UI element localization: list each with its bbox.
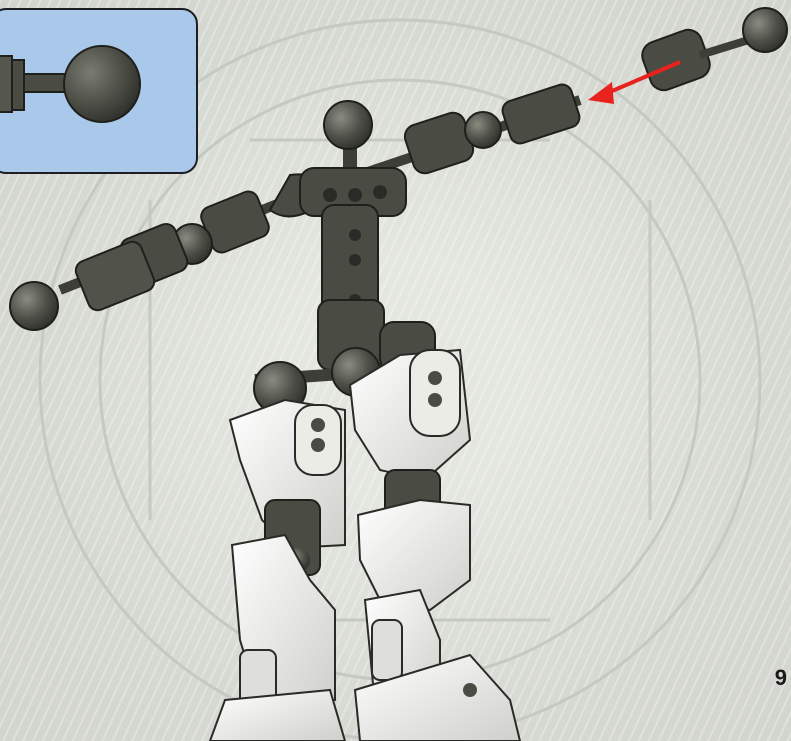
right-arm [298, 83, 582, 200]
ball-joint-axle-icon [0, 45, 141, 123]
assembly-arrow [588, 60, 681, 104]
left-arm [9, 173, 323, 331]
page-number: 9 [774, 665, 787, 690]
left-leg [208, 398, 347, 741]
parts-callout [0, 8, 198, 174]
right-leg [348, 348, 522, 741]
detached-arm-part [641, 7, 788, 92]
